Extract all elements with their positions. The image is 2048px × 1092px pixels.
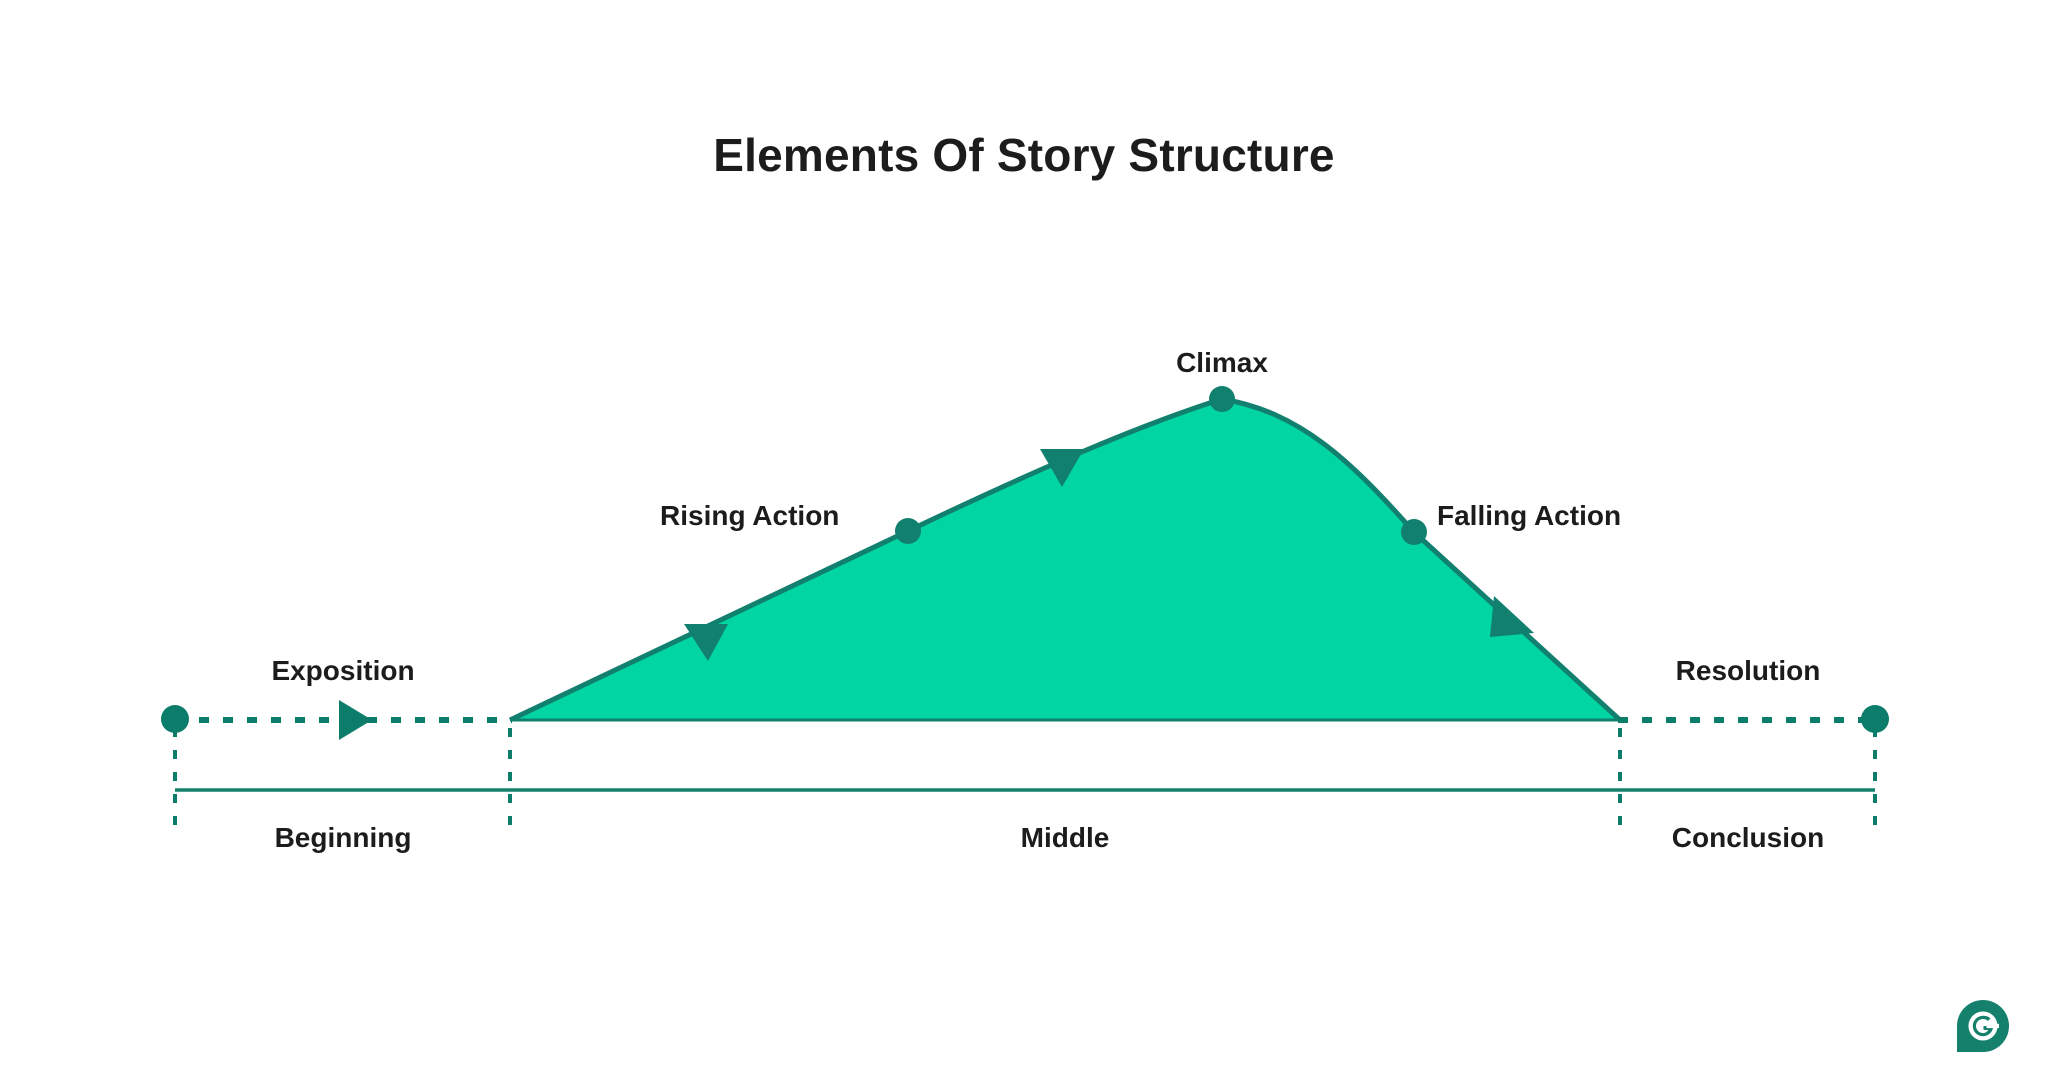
climax-point-dot [1209,386,1235,412]
rising-action-arrow-upper-icon [1040,449,1084,487]
exposition-point-dot [161,705,189,733]
label-phase-beginning: Beginning [274,822,412,853]
label-resolution: Resolution [1675,655,1821,686]
story-arc-area [510,399,1620,720]
rising-action-arrow-lower-icon [684,624,728,661]
falling-action-arrow-icon [1490,596,1534,637]
resolution-point-dot [1861,705,1889,733]
grammarly-logo-icon [1957,1000,2009,1052]
rising-action-point-dot [895,518,921,544]
falling-action-point-dot [1401,519,1427,545]
page-title: Elements Of Story Structure [713,129,1335,181]
exposition-arrow-icon [339,700,372,740]
label-climax: Climax [1176,347,1268,378]
label-phase-conclusion: Conclusion [1671,822,1825,853]
label-rising-action: Rising Action [660,500,840,531]
label-exposition: Exposition [271,655,415,686]
label-falling-action: Falling Action [1437,500,1622,531]
label-phase-middle: Middle [1020,822,1110,853]
